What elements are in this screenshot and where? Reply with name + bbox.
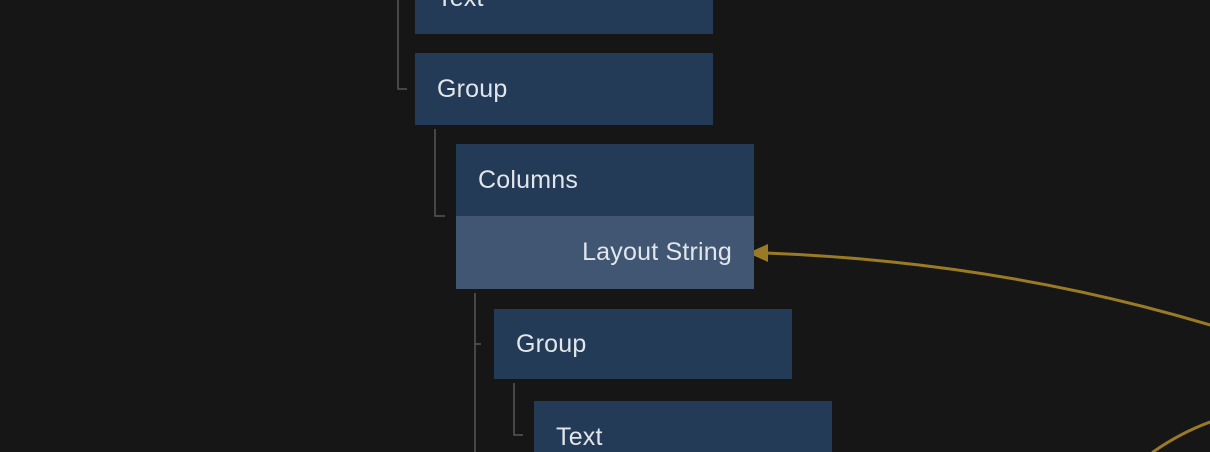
- node-label: Group: [437, 74, 508, 103]
- port-label: Layout String: [582, 238, 732, 266]
- tree-line-columns: [434, 129, 445, 217]
- tree-line-group-1: [397, 0, 407, 90]
- port-layout-string[interactable]: Layout String: [456, 216, 754, 289]
- node-label: Text: [437, 0, 484, 13]
- connection-wire-bottom[interactable]: [1151, 420, 1210, 452]
- node-text-1[interactable]: Text: [415, 0, 713, 34]
- tree-line-group-2: [474, 293, 481, 452]
- node-label: Group: [516, 329, 587, 358]
- node-label: Text: [556, 422, 603, 451]
- node-header[interactable]: Columns: [456, 144, 754, 216]
- tree-line-text-2: [513, 383, 523, 436]
- connection-wire-layout-string[interactable]: [764, 251, 1210, 327]
- node-label: Columns: [478, 165, 579, 194]
- node-group-2[interactable]: Group: [494, 309, 792, 379]
- arrowhead-icon: [748, 244, 768, 262]
- node-columns-1[interactable]: Columns Layout String: [456, 144, 754, 289]
- node-group-1[interactable]: Group: [415, 53, 713, 125]
- node-text-2[interactable]: Text: [534, 401, 832, 452]
